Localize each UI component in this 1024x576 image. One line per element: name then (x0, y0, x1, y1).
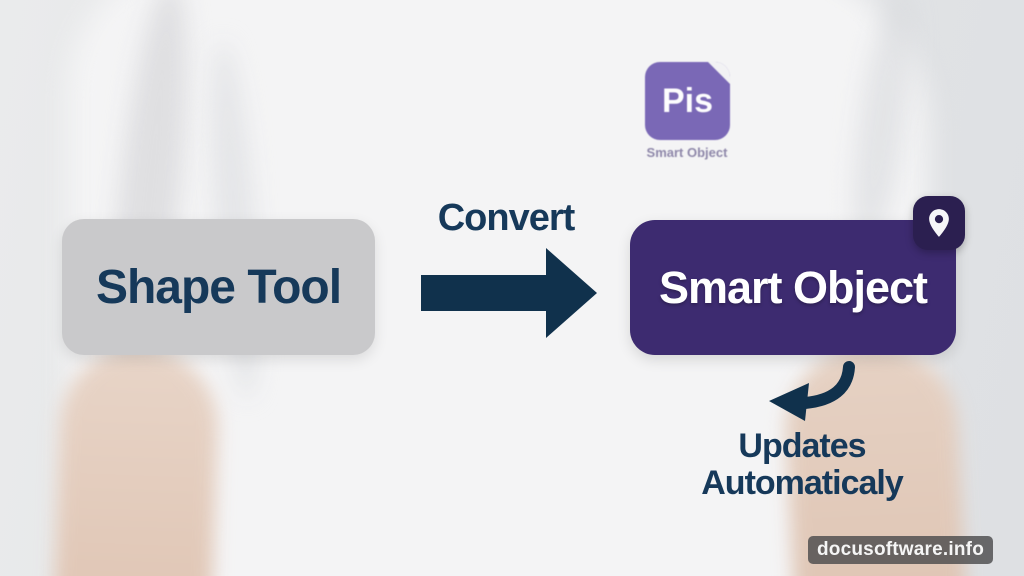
curved-arrow-icon (769, 361, 855, 421)
shape-tool-box: Shape Tool (62, 219, 375, 355)
right-arrow-icon (421, 248, 597, 338)
pis-app-icon: Pis (645, 62, 730, 140)
note-line-1: Updates (738, 427, 866, 465)
smart-object-box: Smart Object (630, 220, 956, 355)
location-pin-badge (913, 196, 965, 250)
watermark-text: docusoftware.info (817, 539, 985, 560)
location-pin-icon (929, 209, 949, 237)
shape-tool-label: Shape Tool (95, 260, 342, 314)
pis-app-icon-text: Pis (661, 81, 714, 120)
page-fold-icon (708, 62, 730, 84)
convert-label: Convert (437, 197, 576, 239)
note-text: Updates Automaticaly (672, 428, 932, 502)
watermark-badge: docusoftware.info (808, 536, 994, 564)
pis-app-icon-label: Smart Object (646, 145, 728, 160)
smart-object-label: Smart Object (658, 261, 928, 313)
left-arm (53, 345, 221, 576)
note-line-2: Automaticaly (701, 464, 904, 502)
